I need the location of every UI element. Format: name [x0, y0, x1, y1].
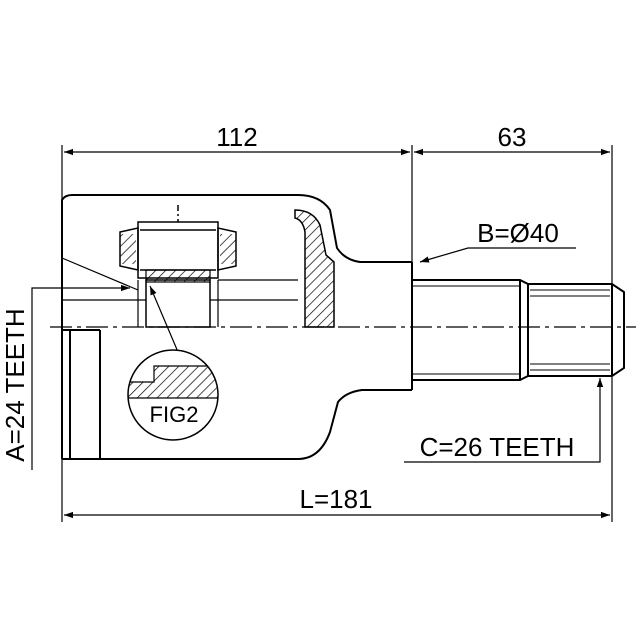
stem-spline-lines — [412, 285, 610, 375]
fig2-label: FIG2 — [150, 402, 199, 427]
dim-label-112: 112 — [216, 122, 257, 152]
leader-fig2 — [149, 285, 179, 353]
inner-groove-lines — [61, 257, 298, 327]
stem-shaft — [411, 262, 625, 390]
diameter-label: B=Ø40 — [477, 218, 559, 248]
leader-spline-outer — [404, 378, 604, 463]
leader-spline-inner — [31, 284, 130, 470]
leader-diameter — [419, 247, 576, 263]
dim-label-63: 63 — [498, 122, 527, 152]
housing-wall-hatch — [294, 209, 335, 328]
tripod-hub-hatch — [145, 269, 211, 283]
overall-length-label: L=181 — [299, 484, 372, 514]
fig2-detail — [127, 349, 219, 441]
extension-lines — [61, 145, 613, 522]
tripod-roller-hatch-left — [120, 234, 136, 264]
spline-inner-label: A=24 TEETH — [0, 308, 30, 461]
tripod-roller-hatch-right — [220, 234, 236, 264]
spline-outer-label: C=26 TEETH — [420, 432, 575, 462]
housing-outline — [61, 194, 412, 460]
